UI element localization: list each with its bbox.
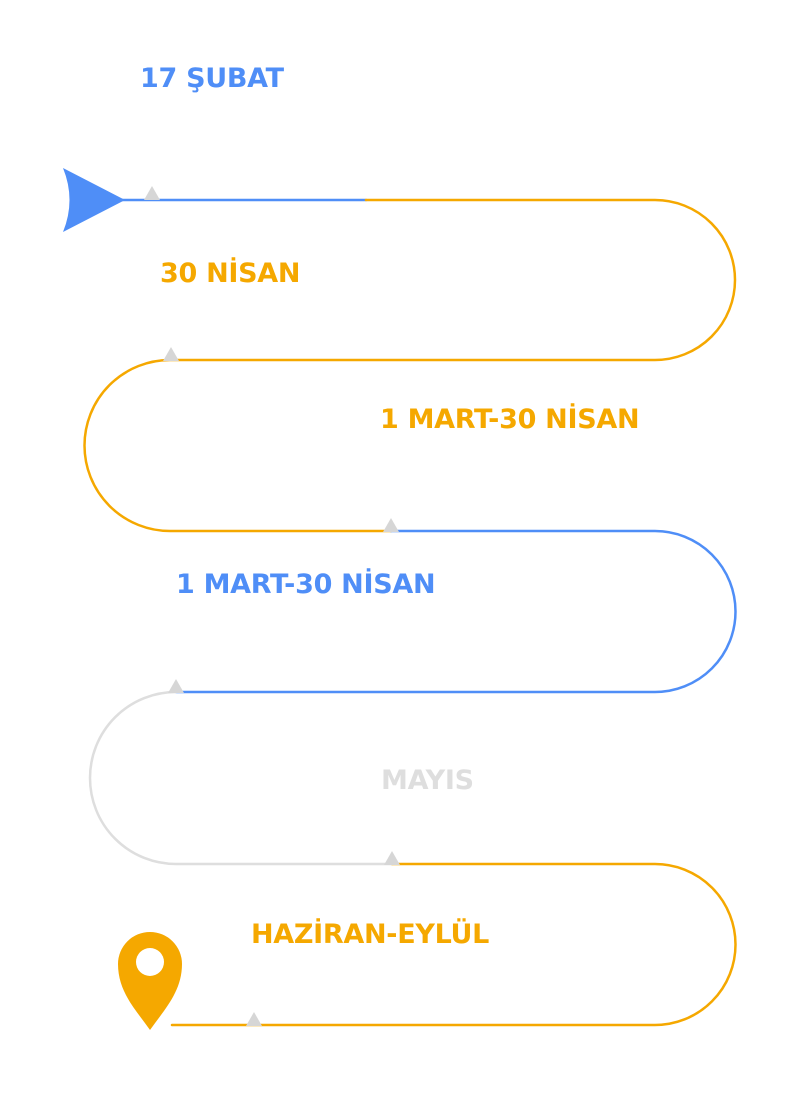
milestone-label-feb-17: 17 ŞUBAT: [140, 63, 284, 94]
milestone-marker: [168, 679, 184, 693]
play-arrow-icon: [63, 168, 125, 232]
milestone-label-apr-30: 30 NİSAN: [160, 258, 301, 289]
path-segment-orange-final: [170, 862, 737, 1027]
milestone-marker: [246, 1012, 262, 1026]
milestone-label-mar1-apr30-orange: 1 MART-30 NİSAN: [380, 404, 640, 435]
map-pin-icon: [118, 932, 182, 1030]
milestone-label-may: MAYIS: [381, 765, 474, 796]
path-segment-orange-1: [83, 198, 737, 533]
milestone-marker: [163, 347, 179, 361]
milestone-marker: [384, 851, 400, 865]
milestone-label-mar1-apr30-blue: 1 MART-30 NİSAN: [176, 569, 436, 600]
path-segment-gray: [88, 690, 394, 866]
path-segment-blue-2: [174, 529, 737, 694]
milestone-markers: [144, 186, 400, 1026]
milestone-label-jun-sep: HAZİRAN-EYLÜL: [251, 919, 490, 950]
milestone-marker: [144, 186, 160, 200]
milestone-marker: [383, 518, 399, 532]
